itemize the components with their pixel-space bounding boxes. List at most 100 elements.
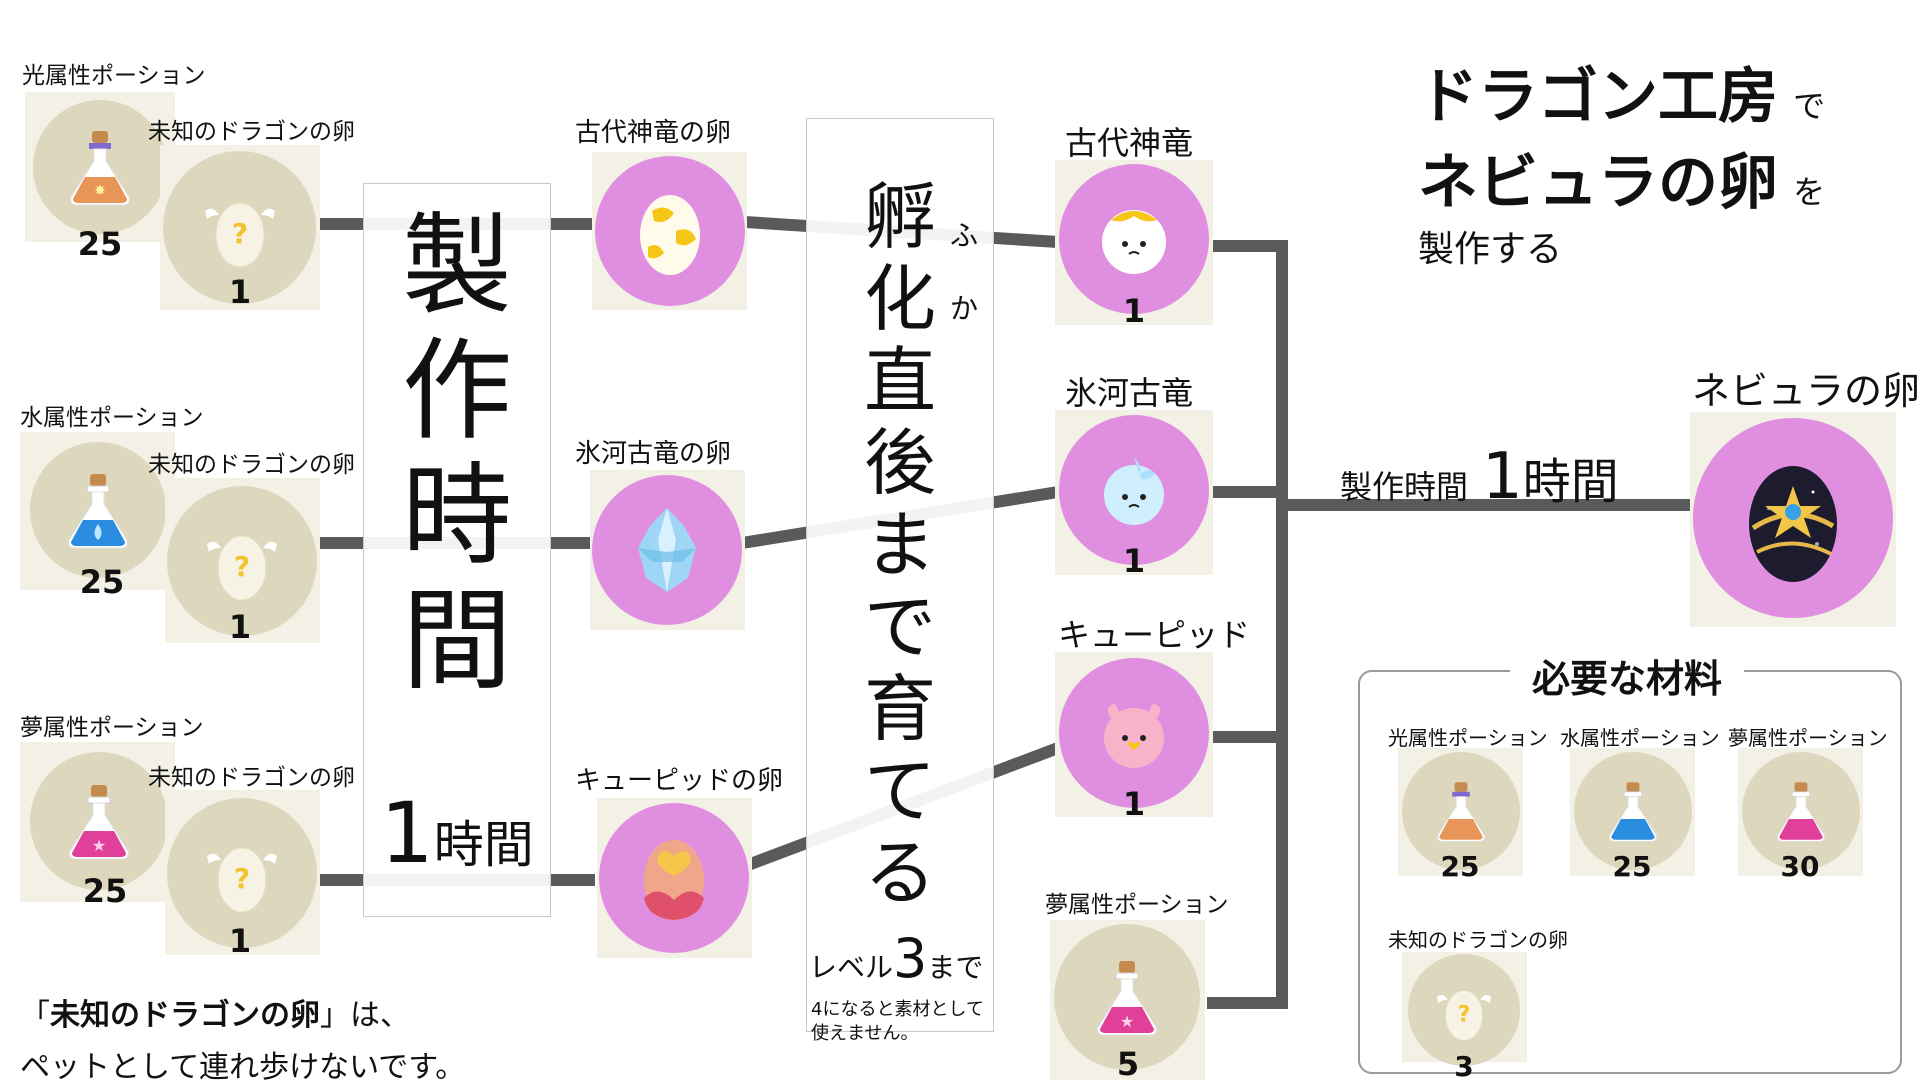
row1-dragon-label: 古代神竜: [1065, 124, 1194, 162]
material-count: 25: [1612, 850, 1652, 883]
row2-unknown-egg-tile: ?: [165, 478, 320, 643]
crafting-time-unit: 時間: [433, 816, 534, 874]
hatch-char: で: [863, 585, 936, 669]
level-prefix: レベル: [809, 951, 894, 984]
material-label: 水属性ポーション: [1560, 726, 1720, 750]
water-potion-icon: [30, 442, 166, 578]
row2-potion-label: 水属性ポーション: [20, 405, 204, 431]
result-label: ネビュラの卵: [1692, 369, 1920, 413]
light-potion-icon: ✸: [33, 100, 167, 234]
svg-text:★: ★: [1120, 1012, 1134, 1031]
hatch-box: 孵 ふ 化 か 直 後 ま で 育 て る レベル3まで 4になると素材として …: [806, 118, 994, 1044]
row1-egg-count: 1: [228, 273, 252, 311]
row2-egg-count: 1: [228, 608, 252, 646]
title-nebula-egg: ネビュラの卵: [1418, 148, 1778, 218]
crafting-time-char: 時: [402, 452, 512, 580]
row2-potion-count: 25: [79, 563, 125, 601]
materials-box: 必要な材料 光属性ポーション 25 水属性ポーション 25 夢属性ポーション 3…: [1358, 648, 1902, 1083]
hatch-char: 育: [863, 667, 936, 751]
result-tile: [1690, 412, 1896, 627]
svg-text:★: ★: [92, 836, 106, 855]
material-label: 夢属性ポーション: [1728, 726, 1888, 750]
row1-potion-tile: ✸: [25, 92, 175, 242]
extra-potion-label: 夢属性ポーション: [1045, 892, 1229, 918]
material-count: 30: [1780, 850, 1820, 883]
row2-dragon-count: 1: [1122, 542, 1146, 580]
dream-potion-icon: ★: [30, 752, 168, 890]
hatch-char: 直: [863, 339, 936, 423]
row2-potion-tile: [20, 432, 175, 590]
svg-text:?: ?: [234, 862, 250, 895]
row1-product-label: 古代神竜の卵: [575, 118, 732, 148]
footnote-line2: ペットとして連れ歩けないです。: [20, 1050, 466, 1085]
result-time-label: 製作時間: [1340, 468, 1469, 506]
ice-crystal-egg-icon: [592, 475, 742, 625]
page-title: ドラゴン工房 で ネビュラの卵 を 製作する: [1418, 48, 1825, 272]
material-item-unknown-egg: ?: [1402, 952, 1527, 1066]
material-count: 3: [1454, 1050, 1474, 1083]
result-time-num: 1: [1482, 440, 1523, 514]
hatch-char: る: [863, 831, 936, 915]
crafting-time-char: 間: [402, 577, 512, 705]
row3-potion-tile: ★: [20, 742, 175, 902]
row2-dragon-label: 氷河古竜: [1065, 374, 1194, 412]
material-item-light-potion: [1398, 748, 1523, 876]
hatch-char: て: [863, 749, 936, 833]
svg-text:?: ?: [231, 217, 247, 250]
row1-product-tile: [592, 152, 747, 310]
hatch-char: ま: [863, 503, 936, 587]
material-item-water-potion: [1570, 748, 1695, 876]
row3-dragon-count: 1: [1122, 785, 1146, 823]
unknown-egg-icon: ?: [167, 798, 317, 948]
hatch-level: レベル3まで: [809, 927, 983, 990]
material-item-dream-potion: [1738, 748, 1863, 876]
unknown-egg-icon: ?: [167, 486, 317, 636]
row2-product-label: 氷河古竜の卵: [575, 439, 732, 469]
extra-potion-tile: ★: [1050, 920, 1205, 1080]
dream-potion-icon: [1742, 752, 1860, 870]
crafting-time-num: 1: [380, 784, 434, 882]
hatch-char: 後: [863, 421, 936, 505]
row3-dragon-tile: [1055, 652, 1213, 817]
material-count: 25: [1440, 850, 1480, 883]
material-label: 光属性ポーション: [1388, 726, 1548, 750]
hatch-char: 化: [863, 257, 936, 341]
row2-dragon-tile: [1055, 410, 1213, 575]
footnote-bold: 未知のドラゴンの卵: [50, 998, 320, 1033]
pink-cupid-dragon-icon: [1059, 658, 1209, 808]
crafting-time-char: 作: [402, 327, 512, 455]
row1-dragon-tile: [1055, 160, 1213, 325]
title-particle-wo: を: [1793, 173, 1826, 211]
row3-egg-count: 1: [228, 922, 252, 960]
row3-unknown-egg-tile: ?: [165, 790, 320, 955]
footnote-quote-close: 」は、: [320, 998, 410, 1033]
ruby-ka: か: [950, 292, 979, 325]
row1-potion-label: 光属性ポーション: [22, 63, 206, 89]
row3-potion-count: 25: [82, 872, 128, 910]
crafting-time-char: 製: [402, 202, 512, 330]
crafting-time-duration: 1時間: [364, 784, 550, 882]
row3-product-tile: [597, 798, 752, 958]
level-suffix: まで: [927, 951, 984, 984]
hatch-char: 孵: [863, 175, 936, 259]
svg-text:✸: ✸: [94, 183, 106, 199]
extra-potion-count: 5: [1116, 1045, 1140, 1083]
row1-unknown-egg-tile: ?: [160, 145, 320, 310]
title-particle-de: で: [1793, 87, 1826, 125]
material-label: 未知のドラゴンの卵: [1388, 928, 1568, 952]
svg-text:?: ?: [234, 550, 250, 583]
title-craft: 製作する: [1418, 229, 1563, 270]
unknown-egg-icon: ?: [163, 151, 316, 304]
materials-title: 必要な材料: [1510, 648, 1745, 703]
heart-egg-icon: [599, 803, 749, 953]
row3-potion-label: 夢属性ポーション: [20, 715, 204, 741]
row3-product-label: キューピッドの卵: [575, 766, 784, 796]
row2-egg-label: 未知のドラゴンの卵: [148, 452, 355, 478]
level-num: 3: [893, 927, 928, 990]
row3-dragon-label: キューピッド: [1058, 616, 1251, 654]
hatch-note-1: 4になると素材として: [811, 999, 984, 1020]
title-workshop: ドラゴン工房: [1418, 62, 1778, 132]
ruby-fu: ふ: [950, 219, 979, 252]
crafting-time-box: 製 作 時 間 1時間: [363, 183, 551, 917]
